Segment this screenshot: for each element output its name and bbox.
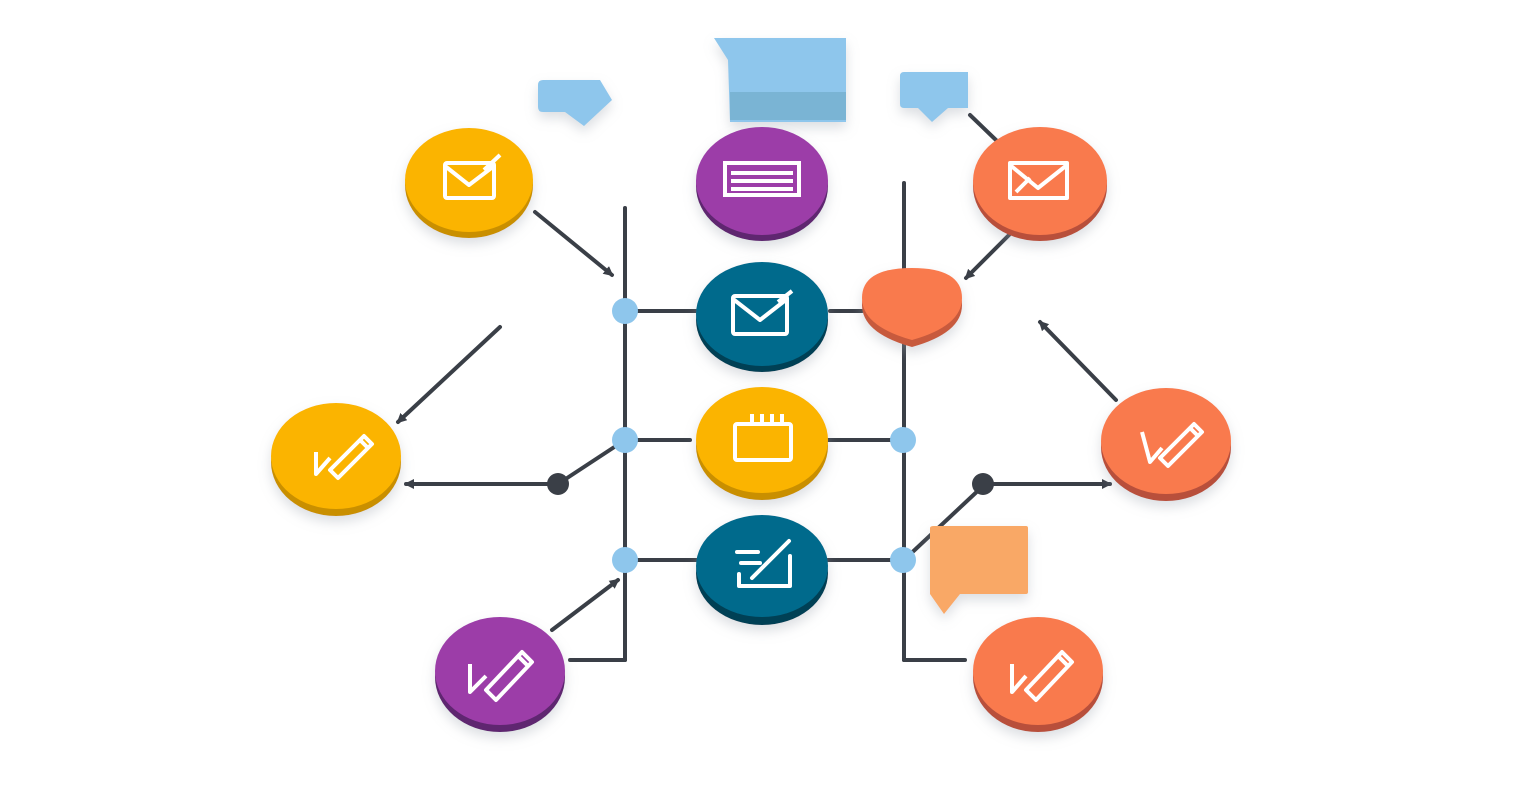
node-sign-yellow[interactable] [271, 403, 401, 516]
branch-right-diagonal [902, 484, 985, 562]
notepad-icon [733, 414, 793, 462]
checkbox-pencil-icon [735, 539, 792, 588]
junction-left-row1 [612, 298, 638, 324]
node-mail-orange[interactable] [973, 127, 1107, 241]
envelope-open-icon [1008, 161, 1069, 200]
node-mail-teal[interactable] [696, 262, 828, 372]
speech-bubbles [538, 38, 1028, 614]
junction-right-row2 [890, 427, 916, 453]
envelope-pencil-icon [731, 289, 794, 336]
node-mail-yellow[interactable] [405, 128, 533, 238]
speech-bubble-large-blue [714, 38, 846, 122]
node-check-teal[interactable] [696, 515, 828, 625]
branch-dot-left [547, 473, 569, 495]
node-sign-purple[interactable] [435, 617, 565, 732]
pencil-check-icon [1140, 422, 1204, 468]
node-sign-orange-right[interactable] [1101, 388, 1231, 501]
junction-right-row3 [890, 547, 916, 573]
node-list-purple[interactable] [696, 127, 828, 241]
arrow-mail-to-bus [533, 210, 614, 277]
node-sign-orange-bottom[interactable] [973, 617, 1103, 732]
arrow-up-left [1038, 320, 1118, 402]
pencil-check-icon [468, 650, 534, 702]
junction-left-row2 [612, 427, 638, 453]
nodes [271, 127, 1231, 732]
speech-bubble-orange [930, 526, 1028, 614]
node-note-yellow[interactable] [696, 387, 828, 500]
branch-dot-right [972, 473, 994, 495]
link-bubble-to-mail [968, 113, 999, 143]
arrow-to-sign-yellow [396, 325, 502, 424]
list-icon [723, 161, 801, 197]
envelope-pencil-icon [443, 153, 502, 200]
arrow-purple-to-bus [550, 578, 620, 632]
arrow-mail-to-hub [964, 230, 1014, 280]
branch-left-diagonal [556, 438, 627, 486]
pencil-check-icon [314, 434, 374, 480]
speech-bubble-small-blue [538, 80, 612, 126]
node-hub-orange[interactable] [862, 268, 962, 347]
connectors [396, 113, 1118, 662]
pencil-check-icon [1010, 650, 1074, 702]
speech-bubble-right-blue [900, 72, 968, 122]
junctions [547, 298, 994, 573]
junction-left-row3 [612, 547, 638, 573]
